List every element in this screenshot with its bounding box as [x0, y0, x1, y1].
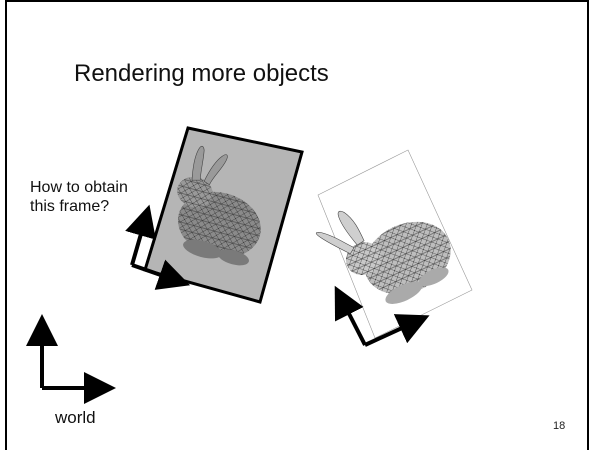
page-number: 18 — [553, 420, 566, 432]
question-line-1: How to obtain — [30, 179, 128, 196]
slide-title: Rendering more objects — [74, 60, 329, 87]
axis-arrows-icon — [125, 204, 191, 290]
slide-border-right — [587, 0, 589, 450]
bunny-mesh-icon — [315, 210, 451, 304]
unframed-bunny — [315, 149, 473, 339]
framed-bunny — [143, 126, 304, 304]
slide-border-top — [5, 0, 589, 2]
world-label: world — [55, 408, 96, 427]
axis-arrows-icon — [334, 285, 430, 347]
frame-question: How to obtain this frame? — [30, 178, 128, 216]
question-line-2: this frame? — [30, 198, 110, 215]
axis-arrows-icon — [26, 314, 116, 404]
bunny-mesh-icon — [177, 145, 261, 266]
slide-border-left — [5, 0, 7, 450]
